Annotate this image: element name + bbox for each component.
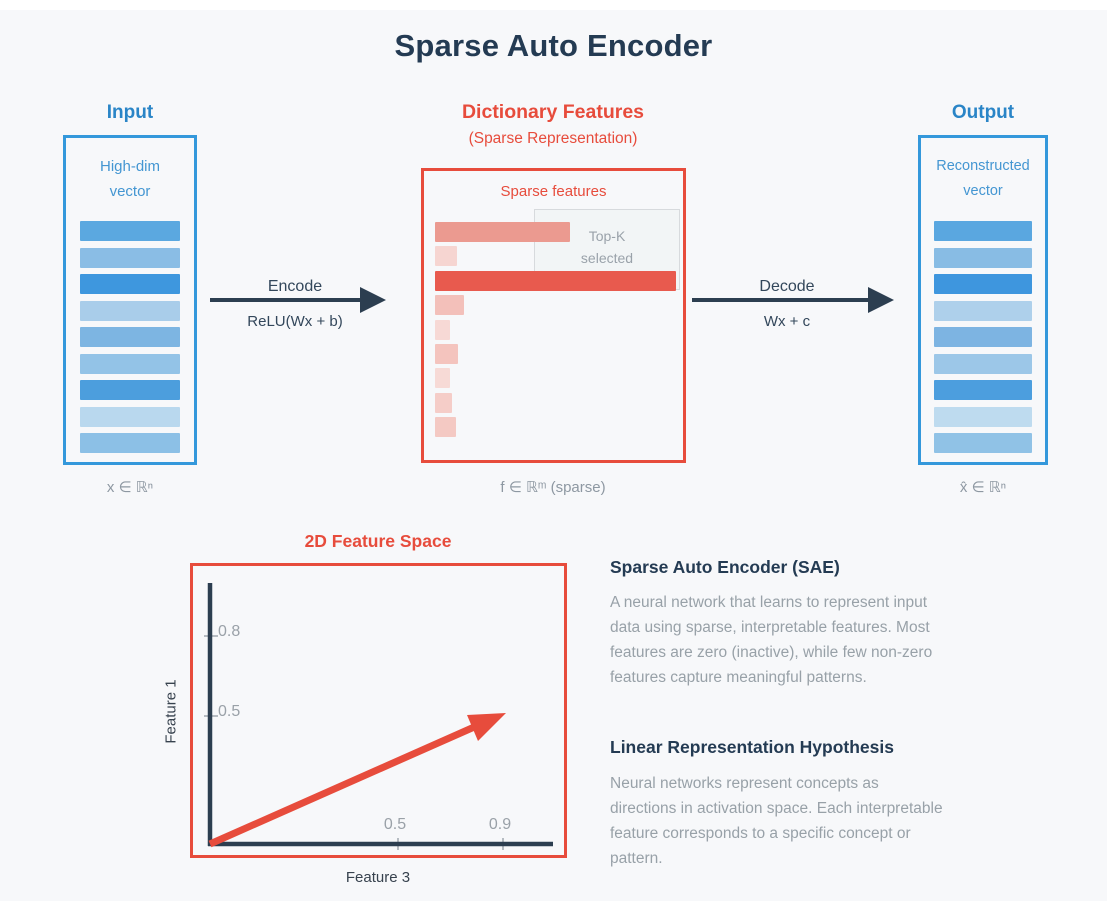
encode-label: Encode	[267, 278, 323, 295]
output-vector-box: Reconstructed vector	[918, 135, 1048, 465]
input-vector-bar	[80, 433, 180, 453]
output-vector-bar	[934, 406, 1032, 427]
input-formula: x ∈ ℝⁿ	[106, 479, 154, 496]
sparse-feature-bar	[435, 417, 456, 438]
feature-vector-line	[208, 720, 483, 848]
decode-arrow-line	[692, 298, 870, 302]
xtick-05: 0.5	[383, 816, 407, 833]
input-vector-bar	[80, 221, 180, 241]
lrh-paragraph: Neural networks represent concepts as di…	[610, 775, 943, 867]
input-bars	[80, 221, 180, 453]
output-vector-bar	[934, 380, 1032, 400]
decode-formula: Wx + c	[763, 313, 811, 330]
decode-arrow	[692, 285, 898, 315]
x-axis-label: Feature 3	[345, 869, 411, 886]
input-vector-bar	[80, 406, 180, 427]
output-vector-bar	[934, 327, 1032, 347]
output-vector-bar	[934, 353, 1032, 374]
sparse-features-label: Sparse features	[500, 183, 607, 200]
input-vector-bar	[80, 247, 180, 268]
sparse-feature-bar	[435, 295, 464, 316]
encode-arrow-head	[360, 287, 386, 313]
lrh-heading: Linear Representation Hypothesis	[610, 737, 894, 757]
feature-space-title: 2D Feature Space	[304, 531, 452, 551]
feature-space-box	[190, 563, 567, 858]
top-strip	[0, 0, 1107, 10]
output-vector-bar	[934, 433, 1032, 453]
ytick-08: 0.8	[218, 623, 241, 640]
input-vector-bar	[80, 300, 180, 321]
sparse-feature-bar	[435, 368, 450, 389]
xtick-09: 0.9	[488, 816, 512, 833]
input-vector-bar	[80, 274, 180, 294]
output-vector-bar	[934, 300, 1032, 321]
sparse-feature-bar	[435, 319, 450, 340]
sae-paragraph: A neural network that learns to represen…	[610, 594, 933, 686]
decode-label: Decode	[759, 278, 815, 295]
output-header: Output	[951, 102, 1015, 123]
dict-bars	[435, 222, 676, 438]
output-vector-bar	[934, 274, 1032, 294]
input-vector-bar	[80, 327, 180, 347]
input-header: Input	[106, 102, 154, 123]
output-vector-bar	[934, 247, 1032, 268]
dictionary-subheader: (Sparse Representation)	[468, 130, 638, 147]
sparse-feature-bar	[435, 343, 458, 364]
decode-arrow-head	[868, 287, 894, 313]
ytick-05: 0.5	[218, 703, 241, 720]
page-title: Sparse Auto Encoder	[394, 28, 713, 63]
input-vector-bar	[80, 380, 180, 400]
y-axis-label: Feature 1	[162, 679, 180, 744]
sparse-feature-bar	[435, 246, 457, 267]
feature-vector-arrowhead	[467, 713, 506, 741]
encode-formula: ReLU(Wx + b)	[247, 313, 343, 330]
encode-arrow-line	[210, 298, 362, 302]
input-vector-bar	[80, 353, 180, 374]
feature-space-plot	[204, 583, 553, 850]
sparse-feature-bar	[435, 392, 452, 413]
output-bars	[934, 221, 1032, 453]
dictionary-header: Dictionary Features	[461, 101, 645, 123]
output-formula: x̂ ∈ ℝⁿ	[959, 479, 1007, 496]
input-vector-box: High-dim vector	[63, 135, 197, 465]
sparse-feature-bar	[435, 270, 676, 291]
encode-arrow	[210, 285, 390, 315]
dictionary-formula: f ∈ ℝᵐ (sparse)	[500, 479, 606, 496]
topk-label: Top-K selected	[580, 228, 634, 266]
sae-heading: Sparse Auto Encoder (SAE)	[610, 557, 840, 577]
output-vector-bar	[934, 221, 1032, 241]
input-box-label: High-dim vector	[99, 158, 160, 200]
output-box-label: Reconstructed vector	[936, 158, 1030, 199]
sparse-feature-bar	[435, 222, 570, 242]
